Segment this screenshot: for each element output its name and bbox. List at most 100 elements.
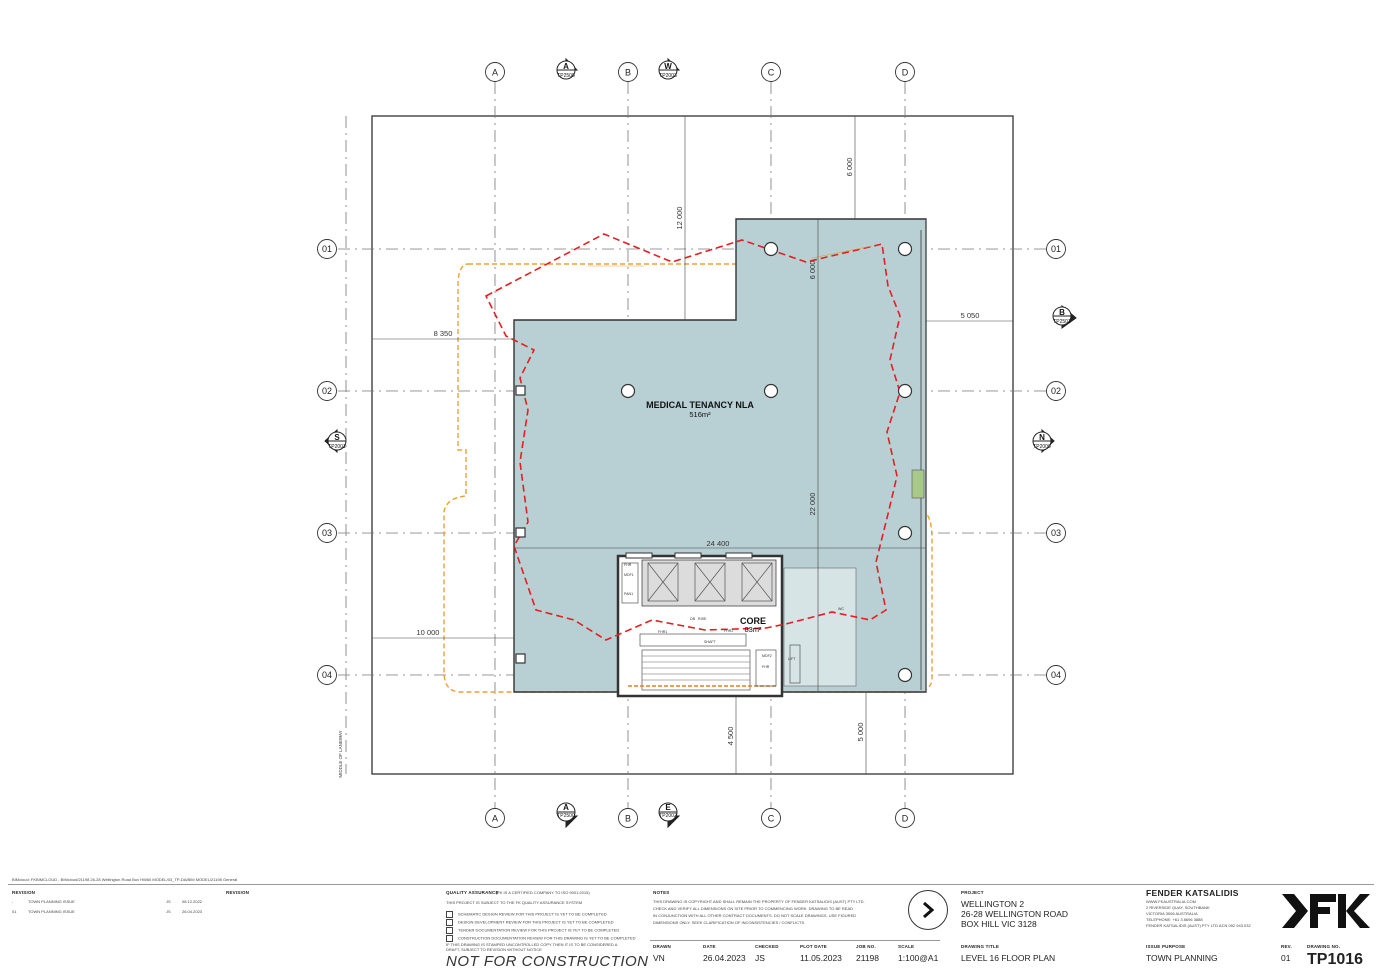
marker-bottom-a-ref: TP2500 [557,813,575,819]
revision-row-2-rev: 01 [12,909,17,914]
job-no-label: JOB NO. [856,944,876,949]
firm-name: FENDER KATSALIDIS [1146,888,1239,898]
core [616,554,801,698]
drawing-no-label: DRAWING NO. [1307,944,1341,949]
marker-bottom-e: E [665,803,671,812]
grid-col-a-bottom: A [492,814,498,824]
section-markers [324,57,1077,829]
revision-row-1-desc: TOWN PLANNING ISSUE [28,899,75,904]
marker-left-s-ref: TP2001 [328,444,346,450]
marker-bottom-a: A [563,803,569,812]
plot-date-label: PLOT DATE [800,944,827,949]
rev-value: 01 [1281,953,1291,963]
grid-bubbles [317,62,1066,828]
grid-col-b-top: B [625,68,631,78]
dim-5050: 5 050 [961,311,980,320]
core-label-fhr2: FHR2 [724,629,733,633]
core-label-fhr1: FHR1 [658,630,667,634]
scale-label: SCALE [898,944,915,949]
revision-row-1-by: JS [166,899,171,904]
core-label-lift: LIFT [788,657,796,661]
marker-left-s: S [334,433,340,442]
dim-5000: 5 000 [856,723,865,742]
notes-line-4: DIMENSIONS ONLY. SEEK CLARIFICATION OF I… [653,920,806,925]
drawn-value: VN [653,953,665,963]
grid-col-c-bottom: C [768,814,775,824]
rev-label: REV. [1281,944,1292,949]
green-planter [911,469,925,499]
grid-row-02-right: 02 [1051,386,1061,396]
middle-laneway-note: MIDDLE OF LANEWAY [338,730,343,777]
project-line-3: BOX HILL VIC 3128 [961,919,1037,929]
north-arrow-icon [908,890,948,930]
date-value: 26.04.2023 [703,953,746,963]
project-line-1: WELLINGTON 2 [961,899,1025,909]
grid-row-01-right: 01 [1051,244,1061,254]
checked-value: JS [755,953,765,963]
grid-row-04-left: 04 [322,670,332,680]
qa-item-4: CONSTRUCTION DOCUMENTATION REVIEW FOR TH… [446,935,636,942]
grid-col-c-top: C [768,68,775,78]
core-openings [625,552,753,559]
core-label-mdf2: MDF2 [762,654,772,658]
firm-line-1: WWW.FKAUSTRALIA.COM [1146,899,1196,904]
dim-4500: 4 500 [726,727,735,746]
firm-line-5: FENDER KATSALIDIS (AUST) PTY LTD ACN 092… [1146,923,1251,928]
marker-top-w: W [664,62,672,71]
dim-8350: 8 350 [434,329,453,338]
dimension-lines [372,116,1013,774]
job-no-value: 21198 [856,953,880,963]
issue-purpose-label: ISSUE PURPOSE [1146,944,1186,949]
facade-mullions [920,219,927,692]
checked-label: CHECKED [755,944,779,949]
core-label-mdf1: MDF1 [624,573,634,577]
room-label-medical: MEDICAL TENANCY NLA [646,400,754,410]
firm-line-3: VICTORIA 3006 AUSTRALIA [1146,911,1198,916]
floor-plan-drawing: 12 000 6 000 6 000 5 050 8 350 22 000 24… [317,57,1077,829]
drawn-label: DRAWN [653,944,671,949]
qa-note: (FK IS A CERTIFIED COMPANY TO ISO 9001:2… [496,890,590,895]
marker-top-a: A [563,62,569,71]
grid-col-d-bottom: D [902,814,909,824]
dim-6000-mid: 6 000 [808,261,817,280]
columns [515,241,913,683]
marker-top-a-ref: TP2500 [557,73,575,79]
marker-top-w-ref: TP2003 [659,73,677,79]
core-label-db: DB [690,617,696,621]
grid-row-02-left: 02 [322,386,332,396]
marker-right-n-ref: TP2000 [1033,444,1051,450]
issue-purpose-value: TOWN PLANNING [1146,953,1218,963]
bim-path: BIMcloud: FKBIMCLOUD - BIMcloud/21198 26… [12,877,238,882]
dim-24400: 24 400 [707,539,730,548]
revision-header: REVISION [12,890,36,895]
qa-item-2: DESIGN DEVELOPMENT REVIEW FOR THIS PROJE… [446,919,614,926]
drawing-title-value: LEVEL 16 FLOOR PLAN [961,953,1056,963]
dim-22000: 22 000 [808,493,817,516]
fk-logo [1280,890,1372,932]
room-area-medical: 516m² [689,410,711,419]
marker-right-n: N [1039,433,1045,442]
marker-right-b: B [1059,308,1065,317]
notes-line-1: THIS DRAWING IS COPYRIGHT AND SHALL REMA… [653,899,865,904]
grid-row-03-right: 03 [1051,528,1061,538]
core-label-rise: RISE [698,617,707,621]
core-label-wc: WC [838,607,844,611]
overhang-hatch [588,245,873,267]
room-label-core: CORE [740,616,766,626]
dim-10000: 10 000 [417,628,440,637]
wet-area [783,567,857,687]
grid-row-04-right: 04 [1051,670,1061,680]
level-above-outline [484,233,901,641]
grid-row-03-left: 03 [322,528,332,538]
qa-footer-2: DRAFT, SUBJECT TO REVISION WITHOUT NOTIC… [446,947,542,952]
revision-row-2-date: 26.04.2023 [182,909,203,914]
grid-col-a-top: A [492,68,498,78]
site-boundary [371,115,1014,775]
grid-col-b-bottom: B [625,814,631,824]
scale-value: 1:100@A1 [898,953,939,963]
plot-date-value: 11.05.2023 [800,953,842,963]
firm-line-2: 2 RIVERSIDE QUAY, SOUTHBANK [1146,905,1210,910]
revision-row-2-by: JS [166,909,171,914]
grid-col-d-top: D [902,68,909,78]
core-label-pan1: PAN1 [624,592,633,596]
